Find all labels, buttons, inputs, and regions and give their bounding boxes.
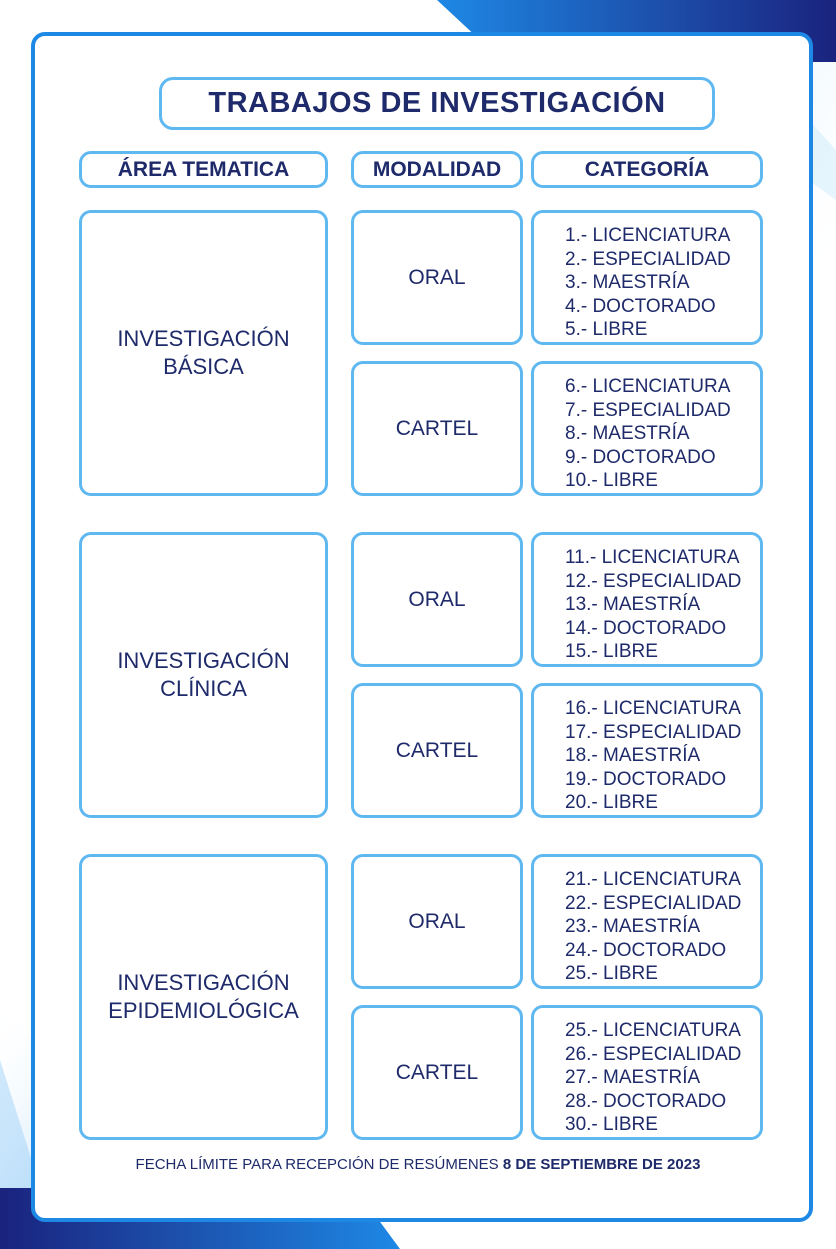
categoria-item: 25.- LIBRE bbox=[565, 963, 658, 984]
categoria-item: 19.- DOCTORADO bbox=[565, 768, 727, 790]
title-banner: TRABAJOS DE INVESTIGACIÓN bbox=[159, 77, 715, 130]
categoria-item: 22.- ESPECIALIDAD bbox=[565, 892, 742, 914]
categoria-list: 1.- LICENCIATURA 2.- ESPECIALIDAD 3.- MA… bbox=[531, 210, 763, 345]
modalidad-label: CARTEL bbox=[395, 738, 479, 762]
page-title: TRABAJOS DE INVESTIGACIÓN bbox=[208, 87, 666, 119]
categoria-item: 3.- MAESTRÍA bbox=[565, 272, 690, 293]
modalidad-cartel: CARTEL bbox=[351, 1005, 523, 1140]
deadline-note: FECHA LÍMITE PARA RECEPCIÓN DE RESÚMENES… bbox=[0, 1156, 836, 1173]
area-name-line1: INVESTIGACIÓN bbox=[117, 970, 290, 995]
header-area: ÁREA TEMATICA bbox=[79, 151, 328, 188]
categoria-item: 15.- LIBRE bbox=[565, 641, 658, 662]
categoria-item: 25.- LICENCIATURA bbox=[565, 1020, 741, 1041]
categoria-item: 5.- LIBRE bbox=[565, 319, 648, 340]
categoria-item: 11.- LICENCIATURA bbox=[565, 547, 740, 568]
area-name-line2: EPIDEMIOLÓGICA bbox=[108, 998, 299, 1023]
header-modalidad: MODALIDAD bbox=[351, 151, 523, 188]
categoria-item: 26.- ESPECIALIDAD bbox=[565, 1043, 742, 1065]
modalidad-oral: ORAL bbox=[351, 210, 523, 345]
modalidad-cartel: CARTEL bbox=[351, 683, 523, 818]
modalidad-label: ORAL bbox=[408, 587, 466, 611]
area-name-line1: INVESTIGACIÓN bbox=[117, 326, 290, 351]
categoria-item: 17.- ESPECIALIDAD bbox=[565, 721, 742, 743]
categoria-list: 25.- LICENCIATURA 26.- ESPECIALIDAD 27.-… bbox=[531, 1005, 763, 1140]
categoria-item: 28.- DOCTORADO bbox=[565, 1090, 727, 1112]
categoria-list: 6.- LICENCIATURA 7.- ESPECIALIDAD 8.- MA… bbox=[531, 361, 763, 496]
modalidad-oral: ORAL bbox=[351, 854, 523, 989]
categoria-item: 21.- LICENCIATURA bbox=[565, 869, 741, 890]
categoria-item: 16.- LICENCIATURA bbox=[565, 698, 741, 719]
categoria-item: 4.- DOCTORADO bbox=[565, 295, 716, 317]
categoria-item: 24.- DOCTORADO bbox=[565, 939, 727, 961]
categoria-list: 21.- LICENCIATURA 22.- ESPECIALIDAD 23.-… bbox=[531, 854, 763, 989]
area-epidemiologica: INVESTIGACIÓN EPIDEMIOLÓGICA bbox=[79, 854, 328, 1140]
modalidad-label: CARTEL bbox=[395, 416, 479, 440]
categoria-item: 18.- MAESTRÍA bbox=[565, 745, 701, 766]
categoria-item: 8.- MAESTRÍA bbox=[565, 423, 690, 444]
categoria-item: 9.- DOCTORADO bbox=[565, 446, 716, 468]
modalidad-label: ORAL bbox=[408, 909, 466, 933]
deadline-date: 8 DE SEPTIEMBRE DE 2023 bbox=[502, 1156, 701, 1173]
header-categoria-label: CATEGORÍA bbox=[584, 157, 710, 181]
categoria-list: 16.- LICENCIATURA 17.- ESPECIALIDAD 18.-… bbox=[531, 683, 763, 818]
categoria-item: 14.- DOCTORADO bbox=[565, 617, 727, 639]
categoria-item: 20.- LIBRE bbox=[565, 792, 658, 813]
categoria-item: 13.- MAESTRÍA bbox=[565, 594, 701, 615]
header-categoria: CATEGORÍA bbox=[531, 151, 763, 188]
categoria-item: 6.- LICENCIATURA bbox=[565, 376, 731, 397]
modalidad-label: ORAL bbox=[408, 265, 466, 289]
area-name-line2: BÁSICA bbox=[163, 354, 244, 379]
area-name-line1: INVESTIGACIÓN bbox=[117, 648, 290, 673]
header-modalidad-label: MODALIDAD bbox=[372, 157, 502, 181]
header-area-label: ÁREA TEMATICA bbox=[117, 157, 290, 181]
modalidad-cartel: CARTEL bbox=[351, 361, 523, 496]
categoria-item: 12.- ESPECIALIDAD bbox=[565, 570, 742, 592]
categoria-item: 27.- MAESTRÍA bbox=[565, 1067, 701, 1088]
modalidad-oral: ORAL bbox=[351, 532, 523, 667]
categoria-item: 23.- MAESTRÍA bbox=[565, 916, 701, 937]
deadline-text: FECHA LÍMITE PARA RECEPCIÓN DE RESÚMENES bbox=[135, 1156, 499, 1173]
categoria-item: 2.- ESPECIALIDAD bbox=[565, 248, 731, 270]
categoria-item: 1.- LICENCIATURA bbox=[565, 225, 731, 246]
categoria-item: 7.- ESPECIALIDAD bbox=[565, 399, 731, 421]
categoria-item: 30.- LIBRE bbox=[565, 1114, 658, 1135]
modalidad-label: CARTEL bbox=[395, 1060, 479, 1084]
area-name-line2: CLÍNICA bbox=[160, 676, 247, 701]
area-basica: INVESTIGACIÓN BÁSICA bbox=[79, 210, 328, 496]
categoria-list: 11.- LICENCIATURA 12.- ESPECIALIDAD 13.-… bbox=[531, 532, 763, 667]
area-clinica: INVESTIGACIÓN CLÍNICA bbox=[79, 532, 328, 818]
categoria-item: 10.- LIBRE bbox=[565, 470, 658, 491]
